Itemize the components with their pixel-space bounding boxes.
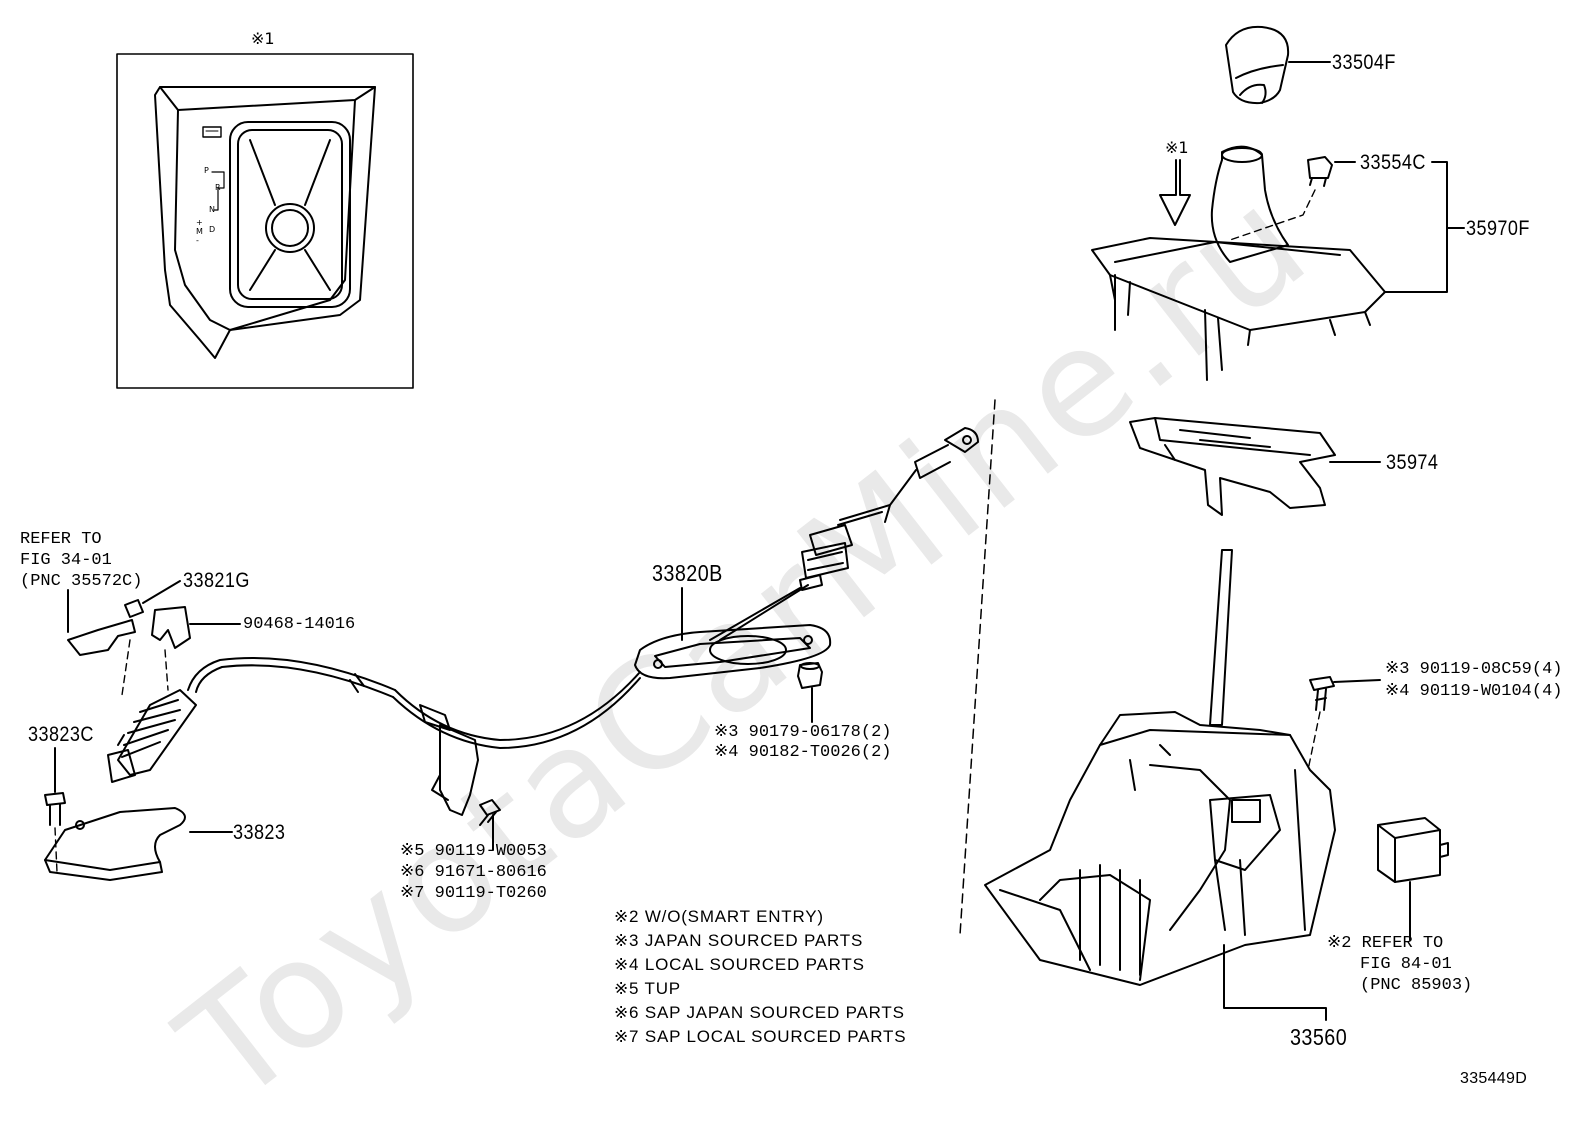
note-5: ※5 TUP <box>614 979 681 998</box>
refer-left-line-1: REFER TO <box>20 530 102 549</box>
gear-label-p: P <box>204 166 209 175</box>
bolt-right-part-3: ※3 90119-08C59(4) <box>1385 660 1563 679</box>
part-35974: 35974 <box>1386 451 1439 474</box>
gear-label-minus: - <box>196 236 199 245</box>
cable-bracket <box>44 747 233 881</box>
bolt-left <box>479 799 501 851</box>
refer-left-line-3: (PNC 35572C) <box>20 572 143 591</box>
bolt-part-6: ※6 91671-80616 <box>400 863 547 882</box>
arrow-marker: ※1 <box>1165 138 1189 157</box>
note-2: ※2 W/O(SMART ENTRY) <box>614 907 824 926</box>
bolt-part-5: ※5 90119-W0053 <box>400 842 547 861</box>
shift-lever-assembly <box>984 549 1336 1021</box>
cable-clip <box>67 580 241 696</box>
part-33560: 33560 <box>1290 1024 1348 1050</box>
shift-knob <box>1225 25 1331 105</box>
smart-entry-unit <box>1377 817 1449 941</box>
gear-label-n: N <box>209 205 215 214</box>
console-plate <box>1091 145 1465 381</box>
refer-right-line-2: FIG 84-01 <box>1360 955 1452 974</box>
refer-right-line-1: ※2 REFER TO <box>1327 934 1444 953</box>
part-33821G: 33821G <box>183 569 250 592</box>
shift-cable <box>107 427 979 816</box>
note-6: ※6 SAP JAPAN SOURCED PARTS <box>614 1003 905 1022</box>
refer-left-line-2: FIG 34-01 <box>20 551 112 570</box>
nut <box>797 662 823 723</box>
part-33504F: 33504F <box>1332 51 1396 74</box>
gear-label-r: R <box>215 183 221 192</box>
part-33823: 33823 <box>233 821 286 844</box>
part-33554C: 33554C <box>1360 151 1426 174</box>
part-33823C: 33823C <box>28 723 94 746</box>
gear-label-plus: + <box>196 218 203 227</box>
bolt-part-7: ※7 90119-T0260 <box>400 884 547 903</box>
note-4: ※4 LOCAL SOURCED PARTS <box>614 955 865 974</box>
refer-right-line-3: (PNC 85903) <box>1360 976 1473 995</box>
gear-label-d: D <box>209 225 216 234</box>
bolt-right-part-4: ※4 90119-W0104(4) <box>1385 682 1563 701</box>
inset-marker: ※1 <box>251 29 275 48</box>
note-7: ※7 SAP LOCAL SOURCED PARTS <box>614 1027 907 1046</box>
part-90468-14016: 90468-14016 <box>243 615 356 634</box>
parts-diagram <box>44 25 1465 1021</box>
figure-id: 335449D <box>1460 1070 1528 1087</box>
gear-label-m: M <box>196 227 203 236</box>
part-33820B: 33820B <box>652 560 723 586</box>
dashed-separator <box>959 399 996 936</box>
inset-console-cover <box>116 53 414 389</box>
bolt-right <box>1307 676 1381 771</box>
note-3: ※3 JAPAN SOURCED PARTS <box>614 931 864 950</box>
nut-part-4: ※4 90182-T0026(2) <box>714 743 892 762</box>
nut-part-3: ※3 90179-06178(2) <box>714 723 892 742</box>
console-bracket <box>1129 417 1381 516</box>
part-35970F: 35970F <box>1466 217 1530 240</box>
